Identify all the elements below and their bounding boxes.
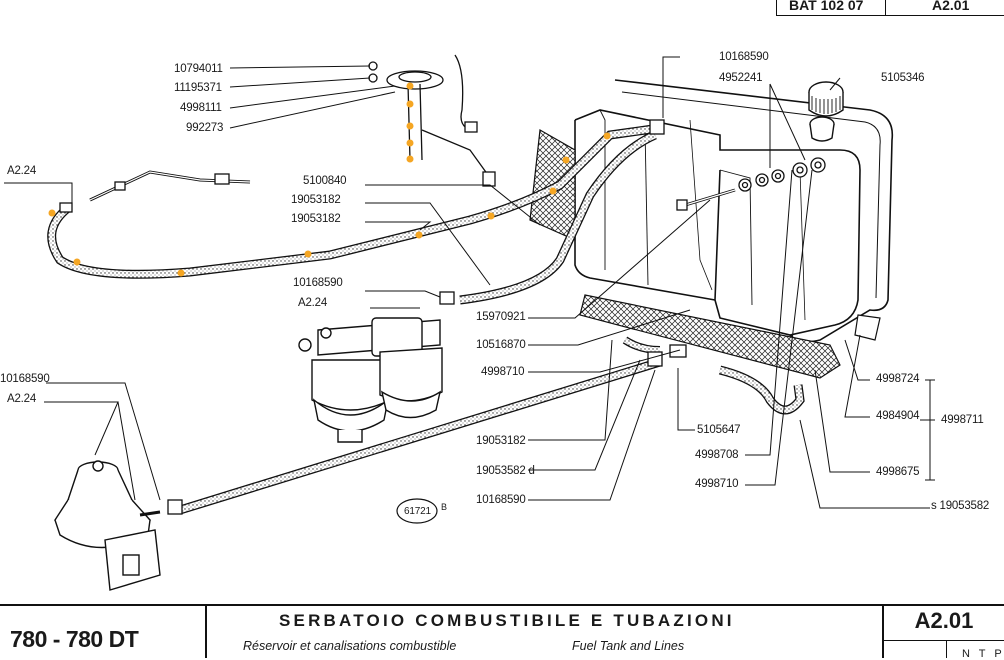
section-divider	[884, 640, 1004, 641]
part-label: 10168590	[719, 51, 769, 63]
title-english: Fuel Tank and Lines	[572, 639, 685, 653]
header-ref-box-right: A2.01	[885, 0, 1004, 16]
section-divider-vertical	[946, 640, 947, 658]
part-label: 5105647	[697, 424, 741, 436]
fuel-lift-pump	[54, 460, 161, 591]
figure-number: 61721	[404, 506, 431, 517]
part-label: 10794011	[174, 63, 223, 75]
figure-number-oval	[396, 498, 438, 524]
figure-suffix: B	[441, 502, 447, 512]
part-label: 5105346	[881, 72, 925, 84]
part-label: 10168590	[0, 373, 50, 385]
part-label: 4998710	[695, 478, 739, 490]
ref-label: A2.24	[7, 393, 37, 405]
title-french: Réservoir et canalisations combustible	[243, 639, 457, 653]
highlight-markers	[48, 82, 611, 277]
part-label: 4998675	[876, 466, 920, 478]
tank-pad-bottom	[579, 294, 841, 379]
part-label: 4984904	[876, 410, 920, 422]
part-label: s 19053582	[931, 500, 990, 512]
leader-lines	[4, 56, 935, 509]
title-cell: SERBATOIO COMBUSTIBILE E TUBAZIONI Réser…	[207, 606, 882, 658]
section-code: A2.01	[914, 608, 974, 633]
part-label: 4998711	[941, 414, 984, 426]
fuel-system-diagram	[4, 54, 935, 591]
header-ref-right: A2.01	[932, 0, 970, 13]
part-label: 10516870	[476, 339, 526, 351]
fuel-tank	[574, 79, 894, 343]
tank-bolt-washers	[676, 157, 826, 211]
part-label: 19053182	[291, 213, 341, 225]
part-label: 4952241	[719, 72, 763, 84]
part-label: 10168590	[476, 494, 526, 506]
part-label: 5100840	[303, 175, 347, 187]
fuel-filter	[298, 317, 443, 443]
model-cell: 780 - 780 DT	[0, 606, 207, 658]
part-label: 19053582 d	[476, 465, 535, 477]
part-label: 4998708	[695, 449, 739, 461]
part-label: 4998710	[481, 366, 525, 378]
header-ref-left: BAT 102 07	[789, 0, 864, 13]
title-block: 780 - 780 DT SERBATOIO COMBUSTIBILE E TU…	[0, 604, 1004, 660]
section-cell: A2.01 N T P	[882, 606, 1004, 660]
header-ref-box-left: BAT 102 07	[776, 0, 886, 16]
model-name: 780 - 780 DT	[10, 626, 139, 652]
part-label: 992273	[186, 122, 224, 134]
part-label: 11195371	[174, 82, 222, 94]
part-label: 15970921	[476, 311, 526, 323]
ntp-label: N T P	[962, 648, 1004, 660]
part-label: 4998724	[876, 373, 920, 385]
fuel-gauge-sender	[368, 54, 496, 187]
part-label: 10168590	[293, 277, 343, 289]
filler-cap	[808, 81, 844, 142]
ref-label: A2.24	[7, 165, 37, 177]
ref-label: A2.24	[298, 297, 328, 309]
part-label: 19053182	[291, 194, 341, 206]
part-label: 19053182	[476, 435, 526, 447]
title-italian: SERBATOIO COMBUSTIBILE E TUBAZIONI	[279, 611, 735, 630]
part-label: 4998111	[180, 102, 222, 114]
tank-bracket	[854, 314, 881, 341]
